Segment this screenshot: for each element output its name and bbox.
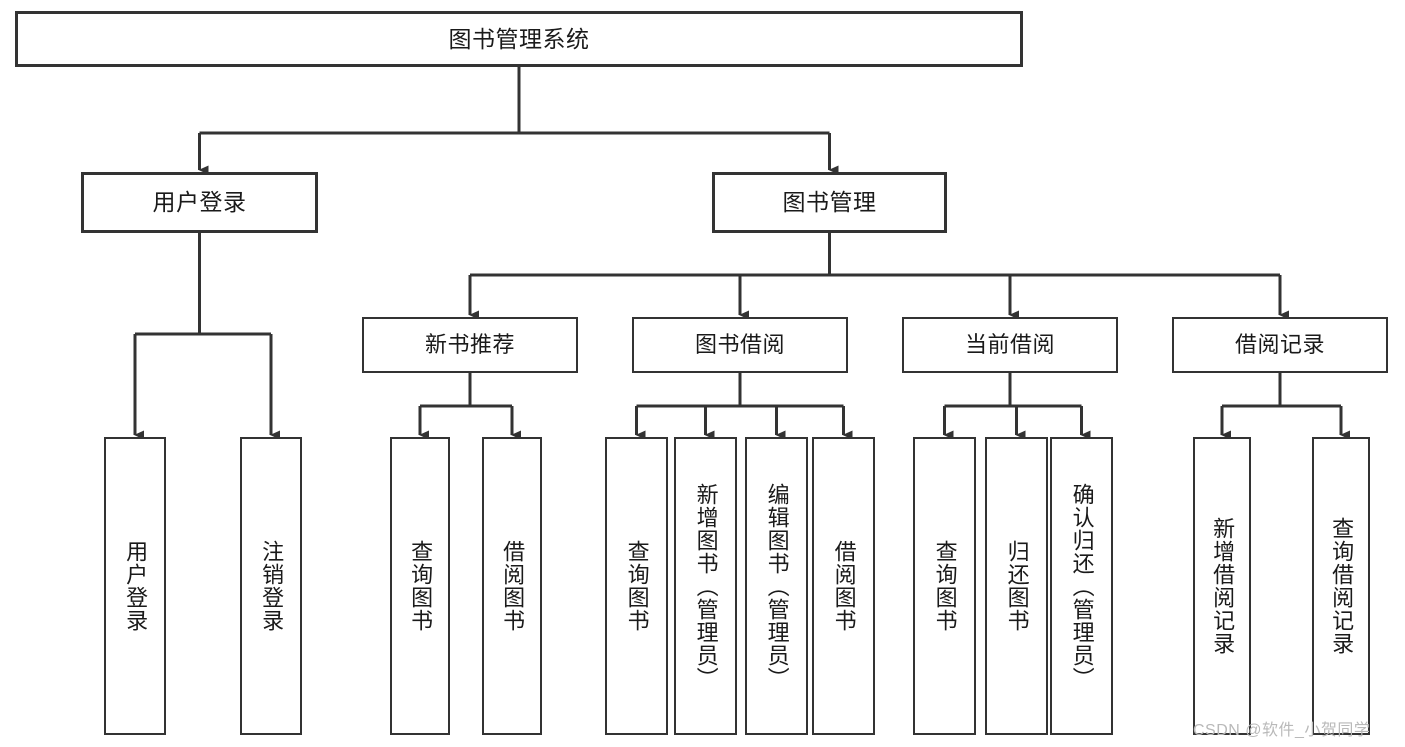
node-leaf-cur-confirm[interactable]: 确认归还（管理员） [1050, 437, 1113, 735]
node-label: 借阅记录 [1234, 332, 1325, 358]
node-leaf-borrow-edit[interactable]: 编辑图书（管理员） [745, 437, 808, 735]
node-label: 注销登录 [259, 540, 285, 632]
node-label: 借阅图书 [831, 540, 857, 632]
node-label: 图书管理系统 [448, 25, 590, 52]
node-label: 查询图书 [624, 540, 650, 632]
node-label: 查询图书 [408, 540, 434, 632]
node-leaf-borrow-query[interactable]: 查询图书 [605, 437, 668, 735]
node-label: 当前借阅 [964, 332, 1055, 358]
node-leaf-rec-query[interactable]: 查询图书 [390, 437, 450, 735]
node-label: 查询借阅记录 [1329, 517, 1355, 655]
watermark-label: CSDN @软件_小贺同学 [1193, 722, 1371, 739]
node-label: 归还图书 [1004, 540, 1030, 632]
node-label: 借阅图书 [500, 540, 526, 632]
node-leaf-borrow-do[interactable]: 借阅图书 [812, 437, 875, 735]
node-leaf-borrow-add[interactable]: 新增图书（管理员） [674, 437, 737, 735]
node-label: 图书管理 [782, 189, 877, 216]
node-leaf-user-login[interactable]: 用户登录 [104, 437, 166, 735]
node-label: 新增图书（管理员） [693, 482, 719, 690]
node-leaf-rec-query2[interactable]: 查询借阅记录 [1312, 437, 1370, 735]
node-new-book-rec[interactable]: 新书推荐 [362, 317, 578, 373]
node-current-borrow[interactable]: 当前借阅 [902, 317, 1118, 373]
node-root[interactable]: 图书管理系统 [15, 11, 1023, 67]
node-borrow-record[interactable]: 借阅记录 [1172, 317, 1388, 373]
node-label: 新书推荐 [424, 332, 515, 358]
node-leaf-user-logout[interactable]: 注销登录 [240, 437, 302, 735]
node-leaf-cur-query[interactable]: 查询图书 [913, 437, 976, 735]
node-leaf-cur-return[interactable]: 归还图书 [985, 437, 1048, 735]
node-leaf-rec-add[interactable]: 新增借阅记录 [1193, 437, 1251, 735]
node-label: 查询图书 [932, 540, 958, 632]
node-label: 确认归还（管理员） [1069, 482, 1095, 690]
node-label: 用户登录 [123, 540, 149, 632]
node-user-login[interactable]: 用户登录 [81, 172, 318, 233]
node-label: 图书借阅 [694, 332, 785, 358]
node-book-manage[interactable]: 图书管理 [712, 172, 947, 233]
node-book-borrow[interactable]: 图书借阅 [632, 317, 848, 373]
node-label: 编辑图书（管理员） [764, 482, 790, 690]
connector-group [133, 67, 1350, 440]
node-label: 用户登录 [152, 189, 247, 216]
node-leaf-rec-borrow[interactable]: 借阅图书 [482, 437, 542, 735]
node-label: 新增借阅记录 [1210, 517, 1236, 655]
